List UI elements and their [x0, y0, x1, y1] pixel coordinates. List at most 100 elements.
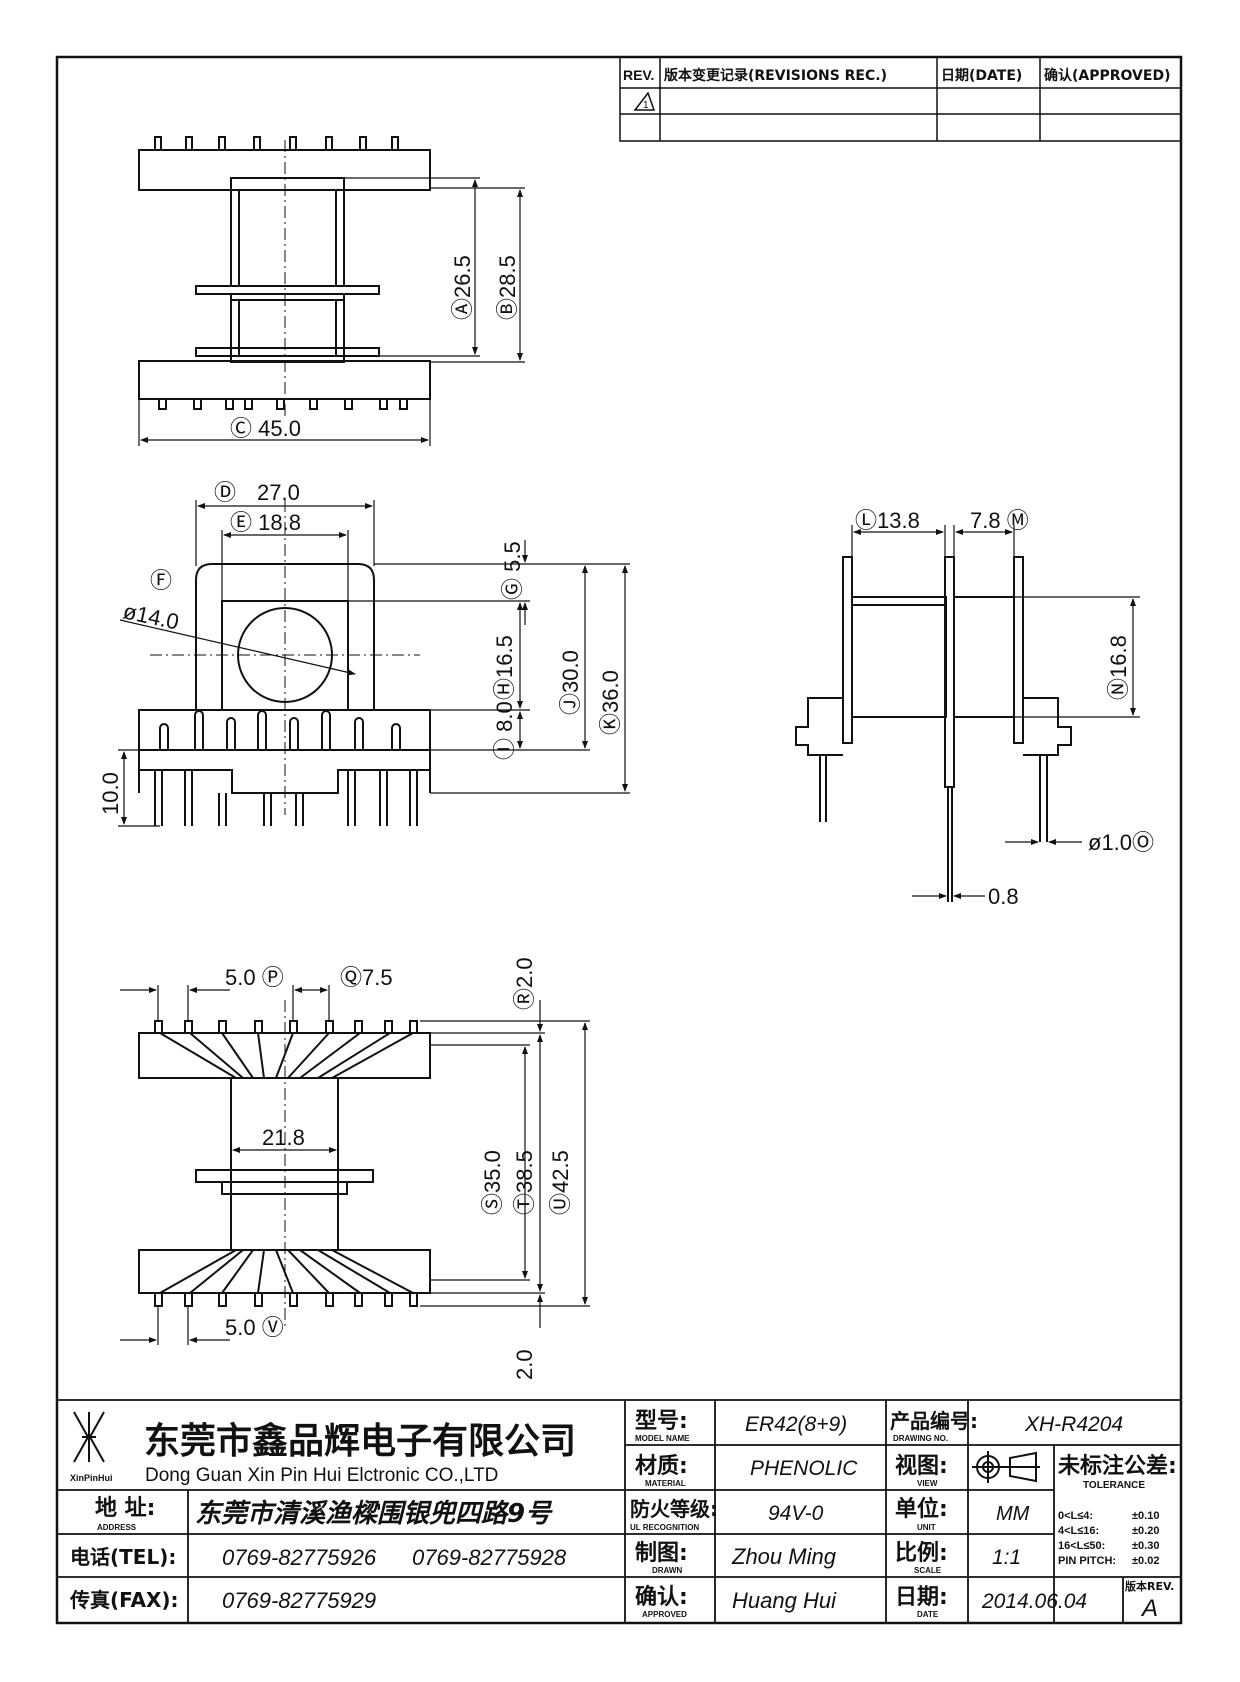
- sheet-border: [55, 55, 1183, 1625]
- dim-b-label: Ⓑ28.5: [495, 255, 520, 320]
- unit-value: MM: [996, 1503, 1030, 1525]
- revision-mark: 1: [643, 100, 649, 111]
- address-value: 东莞市清溪渔樑围银兜四路9号: [195, 1499, 553, 1529]
- dim-lines-front-vertical: [348, 540, 630, 794]
- fax-value: 0769-82775929: [222, 1588, 376, 1613]
- tolerance-range: PIN PITCH:: [1058, 1555, 1116, 1567]
- dim-v-label: 5.0 Ⓥ: [225, 1315, 284, 1340]
- dim-i-label: Ⓘ 8.0: [492, 701, 517, 760]
- dim-g-label: Ⓖ 5.5: [500, 541, 525, 600]
- dim-pin-length-label: 10.0: [98, 772, 123, 815]
- drawn-value: Zhou Ming: [731, 1544, 837, 1569]
- dim-mid-label: 21.8: [262, 1125, 305, 1150]
- drawing-no-value: XH-R4204: [1024, 1413, 1123, 1436]
- dim-t-label: Ⓣ38.5: [512, 1150, 537, 1215]
- tolerance-range: 4<L≤16:: [1058, 1525, 1099, 1537]
- dim-lines-bottom-view: [120, 985, 590, 1345]
- rev-label: 版本REV.: [1125, 1579, 1174, 1593]
- tel-value-2: 0769-82775928: [412, 1545, 567, 1570]
- tel-label: 电话(TEL):: [70, 1545, 176, 1569]
- company-logo: [73, 1411, 105, 1463]
- address-label-en: ADDRESS: [97, 1523, 137, 1532]
- dim-q-label: Ⓠ7.5: [340, 965, 393, 990]
- revisions-record-header: 版本变更记录(REVISIONS REC.): [664, 67, 887, 84]
- approved-label: 确认:: [635, 1584, 688, 1610]
- tolerance-value: ±0.20: [1132, 1525, 1159, 1537]
- address-label: 地 址:: [95, 1496, 155, 1521]
- dim-n-label: Ⓝ16.8: [1106, 635, 1131, 700]
- dim-f-leader: [119, 619, 356, 676]
- scale-label: 比例:: [895, 1541, 948, 1566]
- approved-header: 确认(APPROVED): [1044, 67, 1170, 84]
- date-label-en: DATE: [917, 1610, 939, 1619]
- tolerance-table: 0<L≤4: ±0.10 4<L≤16: ±0.20 16<L≤50: ±0.3…: [1058, 1510, 1159, 1567]
- tolerance-value: ±0.02: [1132, 1555, 1159, 1567]
- dim-bottom-label: 2.0: [512, 1349, 537, 1380]
- ul-value: 94V-0: [768, 1502, 824, 1525]
- model-label-en: MODEL NAME: [635, 1434, 690, 1443]
- view-label: 视图:: [895, 1453, 948, 1479]
- dim-lines-ab: [344, 177, 525, 363]
- projection-symbol-icon: [972, 1451, 1040, 1483]
- date-header: 日期(DATE): [941, 68, 1022, 84]
- dim-l-label: Ⓛ13.8: [855, 508, 920, 533]
- ul-label-en: UL RECOGNITION: [630, 1523, 699, 1532]
- model-label: 型号:: [635, 1409, 688, 1434]
- rev-value: A: [1140, 1595, 1158, 1622]
- dim-f-label: ø14.0: [121, 598, 181, 634]
- dim-lines-de: [195, 500, 375, 602]
- model-value: ER42(8+9): [745, 1413, 847, 1436]
- drawn-label: 制图:: [635, 1541, 688, 1566]
- dim-u-label: Ⓤ42.5: [548, 1150, 573, 1215]
- tolerance-range: 0<L≤4:: [1058, 1510, 1093, 1522]
- ul-label: 防火等级:: [630, 1497, 718, 1521]
- unit-label-en: UNIT: [917, 1523, 936, 1532]
- logo-text: XinPinHui: [70, 1473, 113, 1483]
- dim-f-letter: Ⓕ: [150, 568, 172, 593]
- dim-r-label: Ⓡ2.0: [512, 957, 537, 1010]
- dim-h-label: Ⓗ16.5: [492, 635, 517, 700]
- dim-d-label: 27.0: [257, 480, 300, 505]
- side-view: [795, 556, 1072, 902]
- dim-lines-pin-length: [118, 749, 160, 827]
- date-value: 2014.06.04: [981, 1590, 1087, 1613]
- approved-value: Huang Hui: [732, 1588, 837, 1613]
- bottom-view: [138, 1020, 431, 1307]
- view-label-en: VIEW: [917, 1479, 938, 1488]
- rev-header: REV.: [623, 67, 654, 83]
- tel-value-1: 0769-82775926: [222, 1545, 377, 1570]
- dim-k-label: Ⓚ36.0: [598, 670, 623, 735]
- material-value: PHENOLIC: [750, 1457, 858, 1480]
- dim-d-letter: Ⓓ: [214, 480, 236, 505]
- dim-o-label: ø1.0Ⓞ: [1088, 830, 1154, 855]
- approved-label-en: APPROVED: [642, 1610, 687, 1619]
- date-label: 日期:: [895, 1585, 948, 1610]
- company-name-cn: 东莞市鑫品辉电子有限公司: [144, 1421, 576, 1462]
- dim-j-label: Ⓙ30.0: [558, 650, 583, 715]
- dim-plate-label: 0.8: [988, 884, 1019, 909]
- scale-value: 1:1: [992, 1546, 1021, 1569]
- title-block-grid: [57, 1399, 1181, 1623]
- dim-lines-c: [138, 395, 431, 446]
- dim-p-label: 5.0 Ⓟ: [225, 965, 284, 990]
- dim-m-label: 7.8 Ⓜ: [970, 508, 1029, 533]
- tolerance-value: ±0.30: [1132, 1540, 1159, 1552]
- tolerance-range: 16<L≤50:: [1058, 1540, 1105, 1552]
- scale-label-en: SCALE: [914, 1566, 942, 1575]
- drawing-no-label-en: DRAWING NO.: [893, 1434, 948, 1443]
- dim-a-label: Ⓐ26.5: [450, 255, 475, 320]
- material-label-en: MATERIAL: [645, 1479, 686, 1488]
- tolerance-label-en: TOLERANCE: [1083, 1480, 1145, 1491]
- dim-e-label: Ⓔ 18.8: [230, 510, 301, 535]
- unit-label: 单位:: [895, 1496, 948, 1522]
- dim-lines-side-view: [851, 525, 1140, 899]
- material-label: 材质:: [635, 1454, 688, 1479]
- revision-table: [619, 56, 1182, 142]
- dim-c-label: Ⓒ 45.0: [230, 416, 301, 441]
- drawing-no-label: 产品编号:: [890, 1409, 978, 1433]
- tolerance-label: 未标注公差:: [1058, 1453, 1177, 1479]
- fax-label: 传真(FAX):: [69, 1588, 179, 1612]
- drawn-label-en: DRAWN: [652, 1566, 682, 1575]
- tolerance-value: ±0.10: [1132, 1510, 1159, 1522]
